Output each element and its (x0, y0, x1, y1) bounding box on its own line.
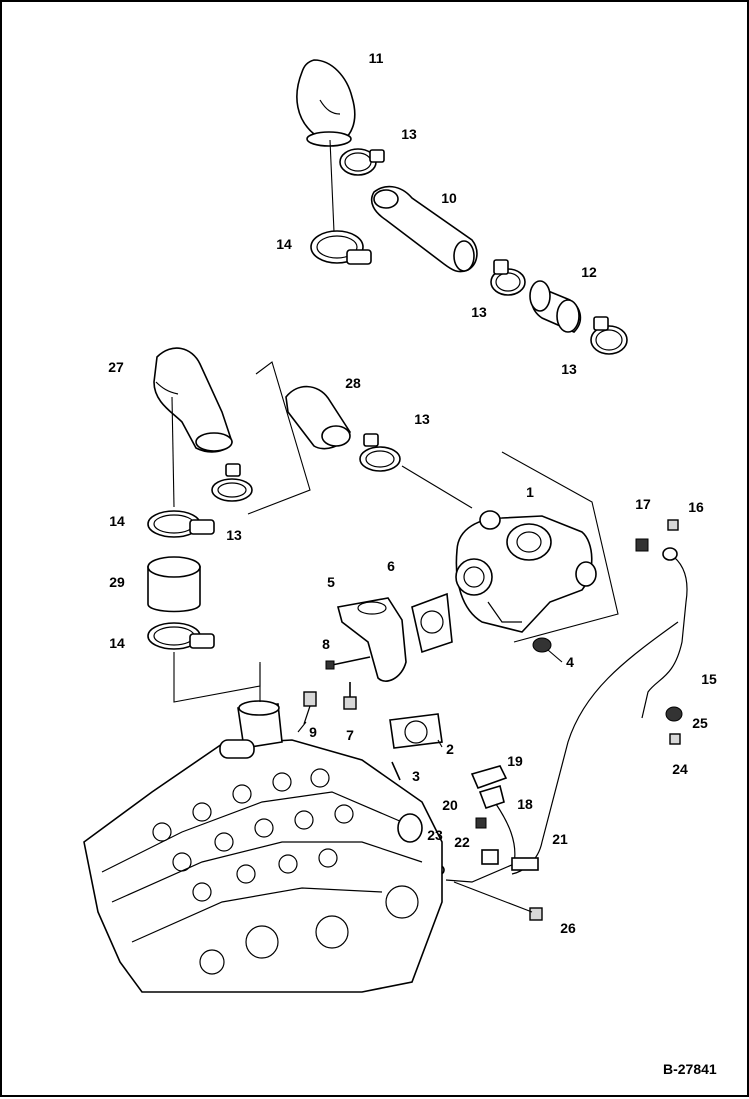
part-13-hose-clamp (359, 433, 401, 472)
callout-c14b: 14 (109, 513, 125, 529)
callout-c22: 22 (454, 834, 470, 850)
part-7-bolt (343, 682, 357, 710)
part-5-exhaust-elbow (337, 597, 407, 682)
callout-c28: 28 (345, 375, 361, 391)
part-20-bolt (475, 817, 487, 829)
part-21-hose-clamp (511, 857, 539, 871)
engine-cylinder-head (83, 700, 443, 993)
leader-bracket-28 (247, 361, 311, 515)
callout-c27: 27 (108, 359, 124, 375)
part-8-stud (325, 656, 371, 670)
callout-c6: 6 (387, 558, 395, 574)
part-12-straight-hose (529, 280, 582, 333)
callout-c5: 5 (327, 574, 335, 590)
callout-c1: 1 (526, 484, 534, 500)
leader-bracket-turbo (501, 451, 619, 643)
part-15-oil-feed-pipe (641, 547, 688, 719)
callout-c8: 8 (322, 636, 330, 652)
callout-c25: 25 (692, 715, 708, 731)
part-14-band-clamp (310, 230, 372, 265)
callout-c15: 15 (701, 671, 717, 687)
callout-c10: 10 (441, 190, 457, 206)
callout-c20: 20 (442, 797, 458, 813)
callout-c13e: 13 (226, 527, 242, 543)
callout-c14a: 14 (276, 236, 292, 252)
part-2-flange-gasket (389, 713, 443, 749)
callout-c23: 23 (427, 827, 443, 843)
part-17-banjo-bolt (635, 538, 649, 552)
part-22-fitting (481, 849, 499, 865)
leader-26 (453, 881, 533, 913)
callout-c17: 17 (635, 496, 651, 512)
part-16-bolt (667, 519, 679, 531)
callout-c18: 18 (517, 796, 533, 812)
leader-2 (437, 739, 443, 748)
callout-c21: 21 (552, 831, 568, 847)
part-25-banjo-bolt (665, 706, 683, 722)
leader-4 (547, 649, 563, 663)
part-26-bolt (529, 907, 543, 921)
part-1-turbocharger (455, 510, 597, 633)
callout-c26: 26 (560, 920, 576, 936)
part-27-elbow-duct (153, 347, 233, 453)
part-13-hose-clamp (211, 463, 253, 502)
leader-bracket-lower (173, 652, 261, 703)
callout-c13b: 13 (471, 304, 487, 320)
part-3-stud (391, 761, 401, 781)
part-6-gasket (411, 592, 453, 654)
callout-c2: 2 (446, 741, 454, 757)
part-14-band-clamp (147, 622, 215, 650)
part-10-intake-tube (370, 185, 478, 273)
callout-c13c: 13 (561, 361, 577, 377)
callout-c14c: 14 (109, 635, 125, 651)
callout-c11: 11 (369, 50, 384, 66)
leader-9 (297, 721, 307, 733)
part-19-flange-gasket (470, 765, 508, 790)
callout-c19: 19 (507, 753, 523, 769)
callout-c4: 4 (566, 654, 574, 670)
callout-labels: 1234567891011121313131313141414151617181… (108, 50, 717, 936)
callout-c16: 16 (688, 499, 704, 515)
leader-11-to-14 (329, 139, 335, 233)
callout-c29: 29 (109, 574, 125, 590)
part-4-nut (532, 637, 552, 653)
part-24-bolt (669, 733, 681, 745)
leader-13-to-turbo (401, 465, 473, 509)
leader-27-to-14 (171, 396, 175, 508)
part-13-hose-clamp (490, 259, 526, 296)
callout-c3: 3 (412, 768, 420, 784)
part-11-elbow-hose (296, 59, 356, 147)
callout-c12: 12 (581, 264, 597, 280)
part-29-sleeve (147, 556, 201, 613)
part-9-plug (303, 691, 317, 725)
diagram-code: B-27841 (663, 1061, 717, 1077)
part-28-hose (285, 385, 351, 450)
part-13-hose-clamp (339, 148, 385, 176)
callout-c13a: 13 (401, 126, 417, 142)
callout-c24: 24 (672, 761, 688, 777)
callout-c9: 9 (309, 724, 317, 740)
part-14-band-clamp (147, 510, 215, 538)
callout-c13d: 13 (414, 411, 430, 427)
callout-c7: 7 (346, 727, 354, 743)
part-13-hose-clamp (590, 316, 628, 355)
oil-return-hose (511, 621, 679, 875)
